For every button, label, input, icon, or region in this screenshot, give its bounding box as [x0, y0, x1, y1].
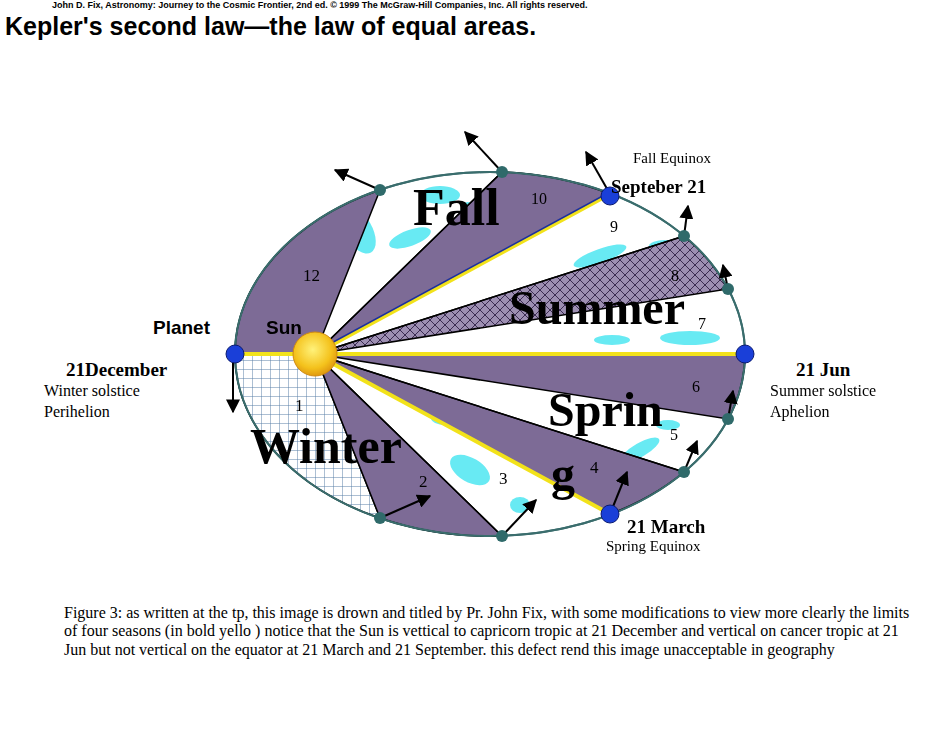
date-note: Fall Equinox: [633, 150, 711, 167]
callout-number: 12: [303, 266, 320, 286]
date-note: Summer solstice: [770, 382, 876, 400]
season-boundaries: [235, 192, 745, 514]
sun-disc: [293, 332, 337, 376]
date-label: Septeber 21: [611, 176, 706, 198]
season-name: Summer: [509, 280, 685, 335]
diagram-title: Kepler's second law—the law of equal are…: [5, 12, 536, 41]
callout-number: 1: [684, 205, 692, 223]
date-note: Spring Equinox: [606, 538, 701, 555]
callout-number: 2: [419, 472, 428, 492]
figure-caption: Figure 3: as written at the tp, this ima…: [64, 604, 914, 659]
callout-number: 10: [531, 190, 547, 208]
callout-number: 7: [698, 315, 706, 333]
season-name: Sprin: [548, 382, 663, 437]
callout-number: 6: [692, 378, 700, 396]
date-note: Perihelion: [44, 403, 110, 421]
callout-number: 1: [295, 396, 304, 416]
date-note: Aphelion: [770, 403, 830, 421]
callout-number: 5: [670, 426, 678, 444]
date-label: 21 Jun: [796, 359, 850, 381]
date-label: 21 March: [627, 516, 705, 538]
area-sectors: [235, 172, 745, 536]
season-name: Fall: [413, 178, 500, 238]
body-label: Planet: [153, 317, 210, 339]
season-name: Winter: [250, 418, 402, 476]
season-name: g: [551, 446, 575, 501]
planet-positions: [226, 187, 754, 523]
callout-number: 4: [590, 458, 599, 478]
orbit-ellipse: [235, 172, 745, 536]
velocity-arrows: [233, 132, 733, 536]
orbit-points: [374, 166, 734, 542]
date-label: 21December: [66, 359, 167, 381]
date-note: Winter solstice: [44, 382, 140, 400]
callout-number: 9: [610, 218, 618, 236]
cprt-note: John D. Fix, Astronomy: Journey to the C…: [52, 0, 588, 10]
body-label: Sun: [266, 317, 302, 339]
callout-number: 3: [499, 469, 508, 489]
